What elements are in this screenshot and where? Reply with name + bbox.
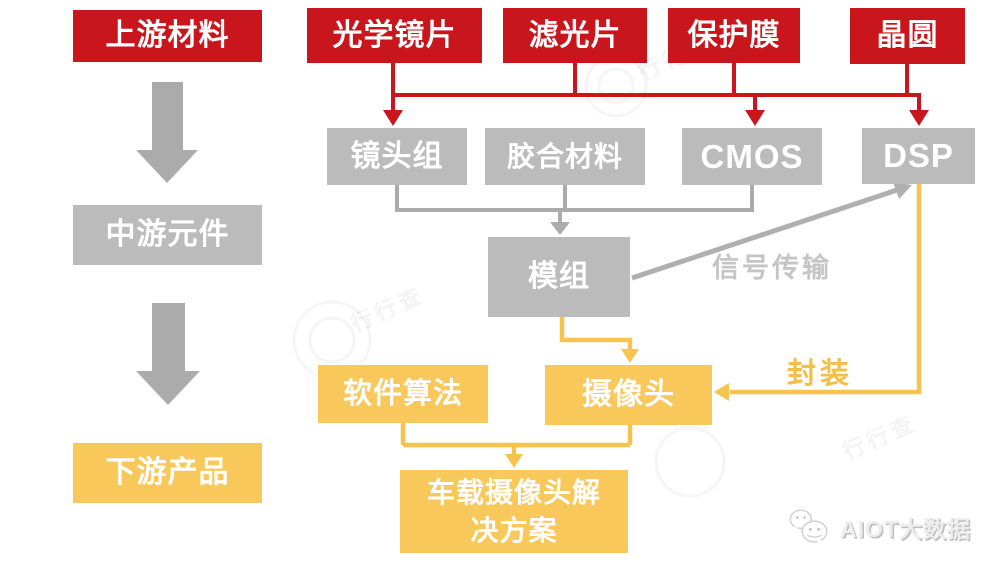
packaging-label: 封装 [787,358,854,390]
node-camera: 摄像头 [545,365,712,425]
node-lens-group: 镜头组 [327,128,467,185]
node-filter: 滤光片 [503,8,647,63]
logo-text: AIOT大数据 [840,516,971,542]
yellow-connectors [400,181,922,456]
red-arrowheads [383,110,929,126]
node-vehicle-camera-solution: 车载摄像头解 决方案 [400,470,628,553]
node-module: 模组 [488,237,630,317]
stage-flow-arrows [136,82,200,405]
gray-connectors [395,183,754,224]
node-protective-film: 保护膜 [668,8,800,63]
node-software-algorithm: 软件算法 [318,365,488,423]
upstream-to-midstream-arrow [136,82,198,183]
stage-upstream-materials: 上游材料 [73,10,262,62]
signal-transmission-arrow [631,182,912,281]
yellow-arrowheads [505,349,729,468]
node-cmos: CMOS [682,128,822,185]
stage-midstream-components: 中游元件 [73,205,262,265]
node-bonding-material: 胶合材料 [485,128,645,185]
node-optical-lens: 光学镜片 [307,8,482,63]
node-wafer: 晶圆 [850,8,965,64]
aiot-bigdata-logo: AIOT大数据 [787,507,971,547]
midstream-to-downstream-arrow [136,303,200,405]
signal-transmission-label: 信号传输 [712,253,832,283]
module-arrowhead [550,222,570,235]
node-dsp: DSP [862,128,975,184]
red-connectors [391,60,921,112]
stage-downstream-products: 下游产品 [73,443,262,503]
wechat-icon [787,507,831,547]
